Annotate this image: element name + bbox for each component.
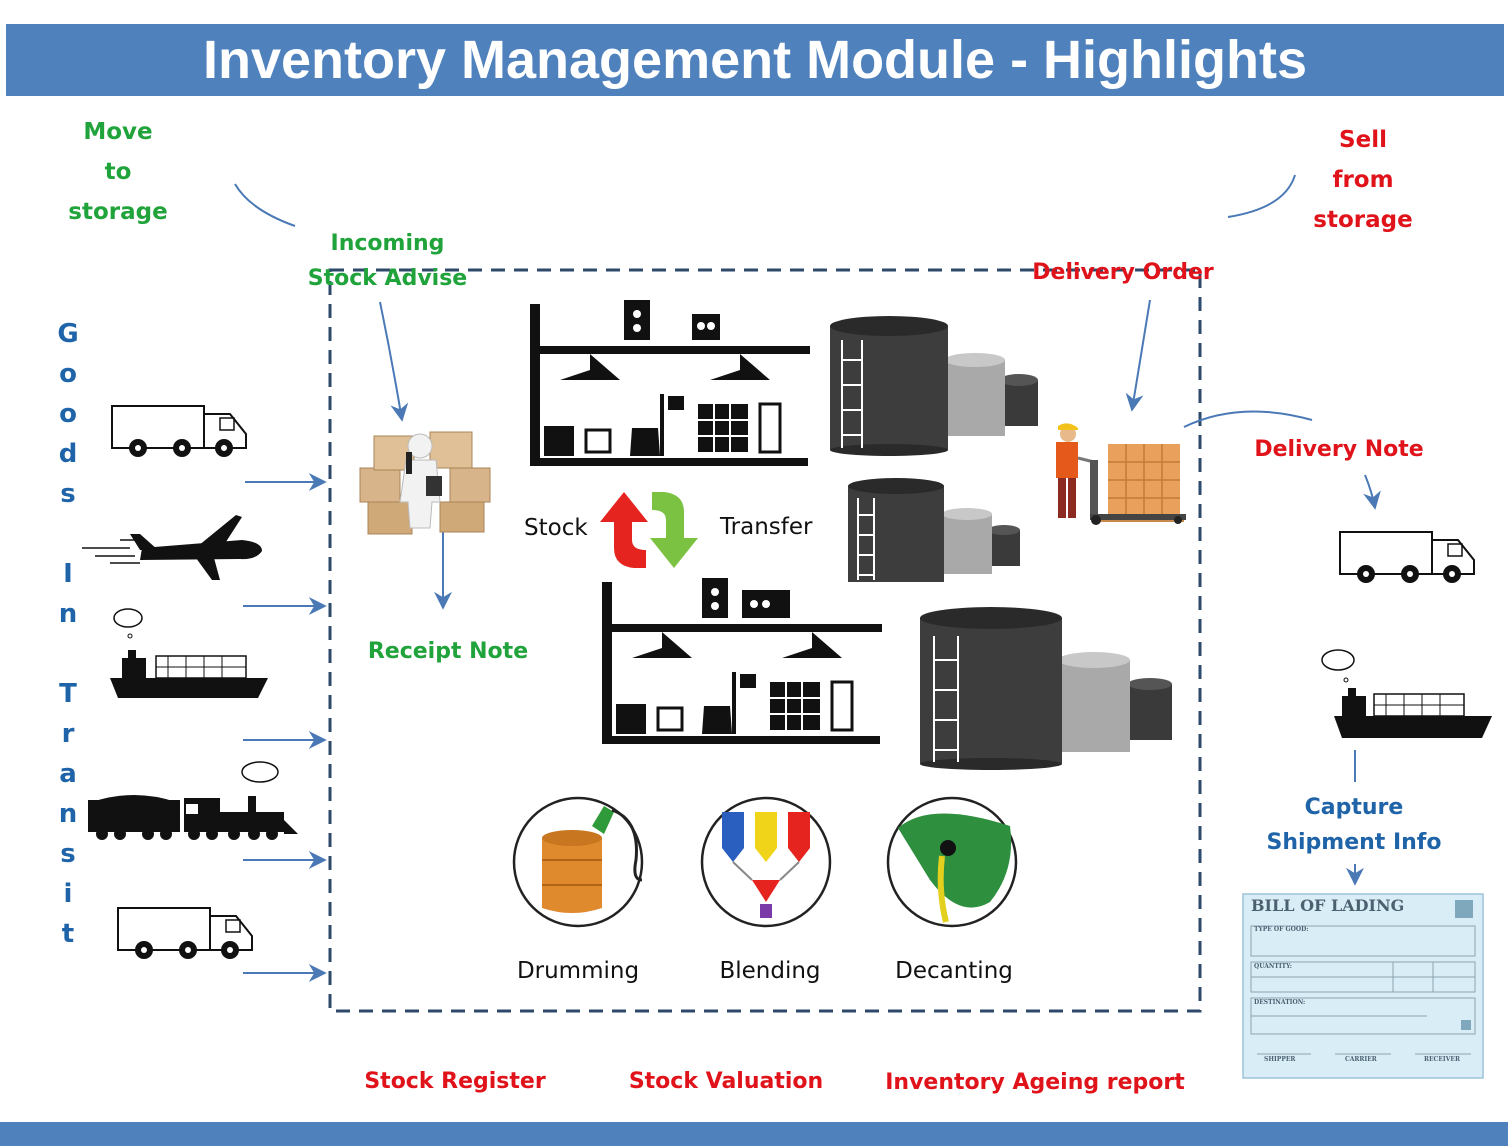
stock-transfer-arrows-icon — [600, 492, 698, 568]
delivery-order-arrow — [1125, 299, 1151, 412]
boxes-person-icon — [359, 431, 491, 535]
bill-destination: DESTINATION: — [1254, 999, 1306, 1006]
sell-from-storage-note: Sell from storage — [1313, 127, 1413, 233]
title-banner: Inventory Management Module - Highlights — [6, 24, 1504, 96]
decanting-icon — [886, 796, 1018, 928]
move-to-storage-curve — [234, 183, 296, 227]
delivery-note-arrow — [1363, 474, 1381, 510]
bill-quantity: QUANTITY: — [1254, 963, 1292, 970]
delivery-note-curve — [1183, 410, 1313, 428]
delivery-order-label: Delivery Order — [1032, 260, 1214, 285]
bill-carrier: CARRIER — [1345, 1056, 1377, 1063]
warehouse-icon — [602, 578, 882, 744]
receipt-note-label: Receipt Note — [367, 639, 529, 664]
report-inventory-ageing: Inventory Ageing report — [885, 1070, 1185, 1095]
stock-label: Stock — [524, 515, 588, 541]
incoming-arrow — [379, 301, 409, 422]
sell-from-storage-curve — [1227, 174, 1296, 218]
bill-shipper: SHIPPER — [1264, 1056, 1296, 1063]
storage-tanks-icon — [920, 607, 1172, 770]
drumming-label: Drumming — [516, 958, 640, 984]
bill-type-of-good: TYPE OF GOOD: — [1254, 926, 1309, 933]
airplane-icon — [82, 515, 262, 580]
ship-icon — [110, 608, 268, 698]
delivery-note-label: Delivery Note — [1254, 437, 1424, 462]
truck-icon — [1339, 531, 1475, 583]
incoming-stock-advise-label: Incoming Stock Advise — [307, 231, 468, 291]
page-title: Inventory Management Module - Highlights — [202, 30, 1308, 90]
move-to-storage-note: Move to storage — [68, 119, 168, 225]
train-icon — [88, 761, 298, 840]
truck-icon — [111, 405, 247, 457]
bill-title: BILL OF LADING — [1251, 896, 1405, 915]
footer-bar — [0, 1122, 1508, 1146]
drumming-icon — [512, 796, 644, 928]
bill-of-lading-document — [1242, 893, 1484, 1079]
capture-shipment-info-label: Capture Shipment Info — [1266, 795, 1442, 855]
blending-label: Blending — [719, 958, 821, 984]
warehouse-icon — [530, 300, 810, 466]
bill-receiver: RECEIVER — [1424, 1056, 1460, 1063]
report-stock-valuation: Stock Valuation — [628, 1069, 824, 1094]
decanting-label: Decanting — [895, 958, 1013, 984]
blending-icon — [700, 796, 832, 928]
truck-icon — [117, 907, 253, 959]
pallet-worker-icon — [1056, 423, 1186, 525]
storage-tanks-icon — [830, 316, 1038, 456]
report-stock-register: Stock Register — [364, 1069, 546, 1094]
storage-tanks-icon — [848, 478, 1020, 582]
goods-in-transit-label: G o o d s I n T r a n s i t — [57, 319, 79, 949]
ship-icon — [1321, 649, 1492, 738]
transfer-label: Transfer — [720, 514, 813, 540]
